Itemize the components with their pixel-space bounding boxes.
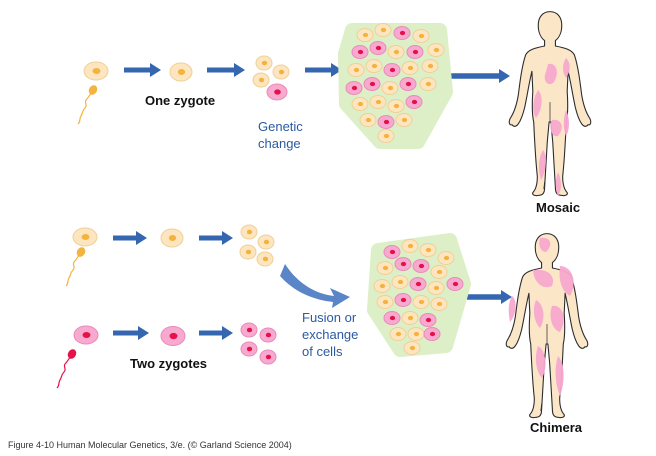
chimera-cell-mass-cell (412, 295, 430, 309)
mosaic-cell-mass-cell (359, 113, 377, 127)
mosaic-cell-mass-cell (365, 59, 383, 73)
chimera-label: Chimera (530, 420, 583, 435)
chimera-cell-mass-cell (427, 281, 445, 295)
cells-pink-d (259, 349, 277, 365)
arrow-bottom-2 (199, 231, 233, 245)
chimera-cell-mass-cell (391, 275, 409, 289)
mosaic-cell-mass-cell (387, 99, 405, 113)
arrow-bottom-1 (113, 231, 147, 245)
chimera-cell-mass-cell (376, 261, 394, 275)
chimera-cell-mass-cell (407, 327, 425, 341)
chimera-figure (505, 233, 589, 419)
mosaic-cell-mass-cell (412, 29, 430, 43)
egg-bottom-pink (73, 325, 99, 345)
two-cell-top-a (255, 55, 273, 71)
cells-yellow-c (239, 244, 257, 260)
two-cell-top-b (272, 64, 290, 80)
mosaic-cell-mass-cell (347, 63, 365, 77)
chimera-cell-mass-cell (419, 313, 437, 327)
chimera-cell-mass-cell (401, 239, 419, 253)
fusion-label: Fusion or exchange of cells (302, 309, 358, 360)
chimera-cell-mass (367, 233, 471, 357)
sperm-bottom-pink (56, 349, 77, 389)
chimera-cell-mass-cell (383, 245, 401, 259)
mosaic-cell-mass-cell (393, 26, 411, 40)
chimera-cell-mass-cell (423, 327, 441, 341)
mosaic-cell-mass-cell (377, 129, 395, 143)
mosaic-cell-mass-cell (351, 45, 369, 59)
mosaic-cell-mass-cell (363, 77, 381, 91)
arrow-bottom-4 (199, 326, 233, 340)
zygote-bottom-pink (160, 326, 186, 346)
genetic-change-line-1: Genetic (258, 119, 303, 134)
mosaic-cell-mass-cell (406, 45, 424, 59)
chimera-cell-mass-cell (394, 257, 412, 271)
mosaic-cell-mass-cell (399, 77, 417, 91)
cells-pink-b (259, 327, 277, 343)
mosaic-cell-mass-cell (374, 23, 392, 37)
cells-pink-c (240, 341, 258, 357)
mosaic-cell-mass-cell (427, 43, 445, 57)
chimera-cell-mass-cell (430, 297, 448, 311)
mosaic-cell-mass-cell (369, 41, 387, 55)
chimera-cell-mass-cell (383, 311, 401, 325)
mosaic-cell-mass-cell (377, 115, 395, 129)
chimera-cell-mass-cell (376, 295, 394, 309)
arrow-top-1 (124, 63, 161, 77)
mosaic-cell-mass-cell (419, 77, 437, 91)
cells-yellow-b (257, 234, 275, 250)
chimera-cell-mass-cell (373, 279, 391, 293)
chimera-cell-mass-cell (419, 243, 437, 257)
arrow-top-2 (207, 63, 245, 77)
chimera-cell-mass-cell (446, 277, 464, 291)
zygote-bottom-yellow (160, 228, 184, 248)
mosaic-cell-mass-cell (405, 95, 423, 109)
mosaic-cell-mass-cell (369, 95, 387, 109)
one-zygote-label: One zygote (145, 93, 216, 108)
sperm-bottom-yellow (65, 247, 86, 287)
cells-yellow-d (256, 251, 274, 267)
arrow-bottom-3 (113, 326, 149, 340)
genetic-change-line-2: change (258, 136, 301, 151)
mosaic-cell-mass (338, 23, 453, 149)
egg-bottom-yellow (72, 227, 98, 247)
arrow-top-4 (445, 69, 510, 83)
sperm-top (77, 85, 98, 125)
mosaic-cell-mass-cell (351, 97, 369, 111)
figure-caption: Figure 4-10 Human Molecular Genetics, 3/… (8, 440, 292, 450)
mosaic-cell-mass-cell (345, 81, 363, 95)
mosaic-figure (508, 11, 592, 197)
chimera-cell-mass-cell (430, 265, 448, 279)
mosaic-cell-mass-cell (381, 81, 399, 95)
chimera-cell-mass-cell (403, 341, 421, 355)
egg-top (83, 61, 109, 81)
chimera-cell-mass-cell (412, 259, 430, 273)
arrow-top-3 (305, 63, 342, 77)
chimera-cell-mass-cell (401, 311, 419, 325)
arrow-bottom-5 (467, 290, 512, 304)
two-zygotes-label: Two zygotes (130, 356, 208, 371)
mosaic-cell-mass-cell (421, 59, 439, 73)
chimera-cell-mass-cell (409, 277, 427, 291)
fusion-line-2: exchange (302, 327, 359, 342)
mosaic-cell-mass-cell (356, 28, 374, 42)
changed-cell (266, 83, 288, 101)
genetic-change-label: Genetic change (258, 118, 303, 152)
mosaic-cell-mass-cell (401, 61, 419, 75)
chimera-cell-mass-cell (437, 251, 455, 265)
cells-pink-a (240, 322, 258, 338)
fusion-line-3: of cells (302, 344, 343, 359)
zygote-top (169, 62, 193, 82)
chimera-cell-mass-cell (394, 293, 412, 307)
two-cell-top-c (252, 72, 270, 88)
fusion-line-1: Fusion or (302, 310, 357, 325)
mosaic-cell-mass-cell (383, 63, 401, 77)
fusion-arrow (280, 264, 350, 308)
mosaic-cell-mass-cell (395, 113, 413, 127)
mosaic-label: Mosaic (536, 200, 581, 215)
chimera-cell-mass-cell (389, 327, 407, 341)
cells-yellow-a (240, 224, 258, 240)
mosaic-cell-mass-cell (387, 45, 405, 59)
